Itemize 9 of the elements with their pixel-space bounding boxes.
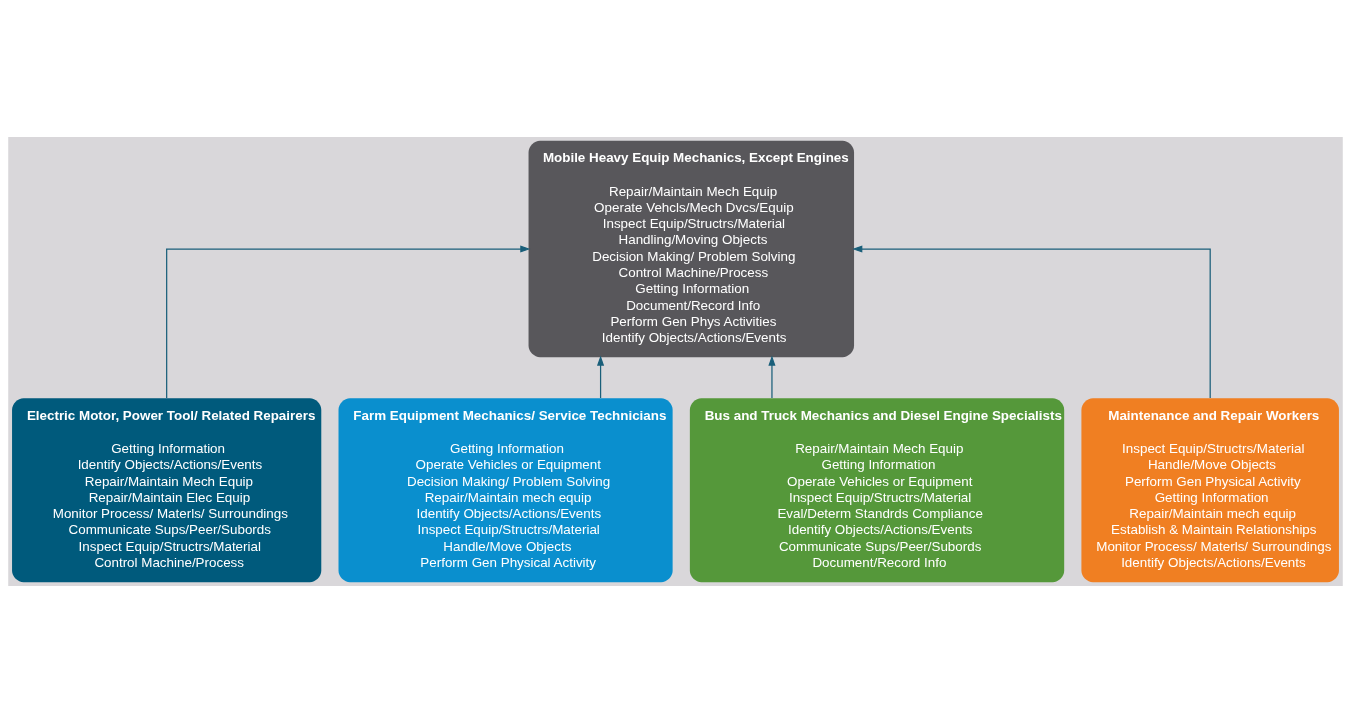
node-box: Mobile Heavy Equip Mechanics, Except Engines Repair/Maintain Mech Equip Operate Vehcls/Mech Dvcs/Equip Inspect Equip/Structrs/Material Handling/Moving Objects Decision Making/ Problem Solving Control Machine/Process Getting Information Document/Record Info Perform Gen Phys Activities Identify Objects/Actions/Events [528, 140, 855, 358]
arrow [597, 355, 605, 399]
node-box: Farm Equipment Mechanics/ Service Technicians Getting Information Operate Vehicles or Equipment Decision Making/ Problem Solving Repair/Maintain mech equip Identify Objects/Actions/Events Inspect Equip/Structrs/Material Handle/Move Objects Perform Gen Physical Activity [338, 398, 673, 583]
node-box: Electric Motor, Power Tool/ Related Repairers Getting Information Identify Objects/Actions/Events Repair/Maintain Mech Equip Repair/Maintain Elec Equip Monitor Process/ Materls/ Surroundings Communicate Sups/Peer/Subords Inspect Equip/Structrs/Material Control Machine/Process [12, 398, 322, 583]
arrow [768, 355, 776, 399]
node-box: Bus and Truck Mechanics and Diesel Engine Specialists Repair/Maintain Mech Equip Getting Information Operate Vehicles or Equipment Inspect Equip/Structrs/Material Eval/Determ Standrds Compliance Identify Objects/Actions/Events Communicate Sups/Peer/Subords Document/Record Info [689, 398, 1065, 583]
arrow [166, 245, 531, 399]
node-box: Maintenance and Repair Workers Inspect Equip/Structrs/Material Handle/Move Objects Perform Gen Physical Activity Getting Information Repair/Maintain mech equip Establish & Maintain Relationships Monitor Process/ Materls/ Surroundings Identify Objects/Actions/Events [1081, 398, 1339, 583]
arrow [852, 245, 1211, 399]
